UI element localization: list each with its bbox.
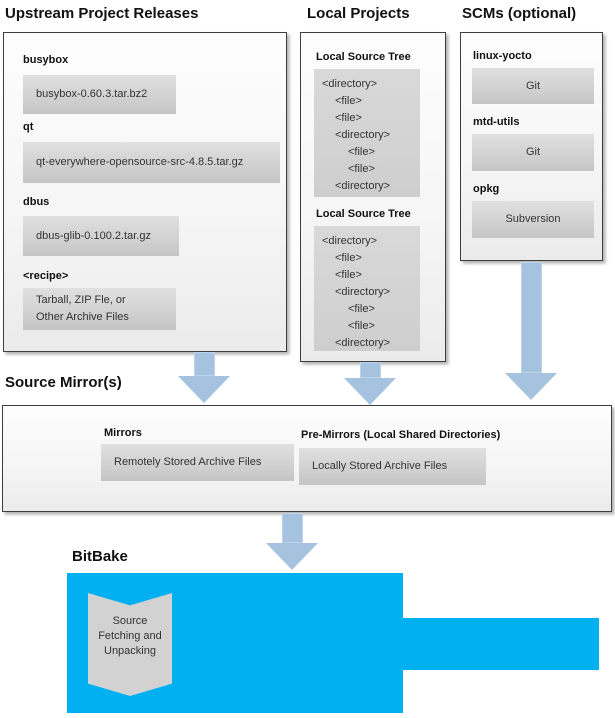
arrow-shaft (359, 362, 381, 378)
recipe-name-label: <recipe> (23, 270, 69, 282)
bitbake-output-bar (403, 618, 599, 670)
tarball-box: busybox-0.60.3.tar.bz2 (23, 75, 176, 114)
scm-project-label: opkg (473, 183, 500, 195)
scm-type-box: Git (472, 134, 594, 171)
recipe-name-label: busybox (23, 54, 69, 66)
tarball-box: dbus-glib-0.100.2.tar.gz (23, 216, 179, 256)
local-projects-title: Local Projects (307, 5, 410, 22)
tarball-box: qt-everywhere-opensource-src-4.8.5.tar.g… (23, 142, 280, 183)
tree-node: <file> (348, 146, 375, 158)
local-projects-panel: Local Source Tree <directory> <file> <fi… (300, 32, 446, 362)
arrow-head (505, 373, 557, 400)
tarball-filename: dbus-glib-0.100.2.tar.gz (36, 229, 151, 242)
arrow-local-to-mirrors-icon (344, 362, 396, 405)
arrow-shaft (520, 262, 542, 373)
tarball-filename: busybox-0.60.3.tar.bz2 (36, 88, 148, 100)
scm-type: Git (525, 146, 541, 158)
scms-panel: linux-yocto Git mtd-utils Git opkg Subve… (460, 32, 603, 261)
tree-node: <file> (335, 95, 362, 107)
pre-mirrors-description: Locally Stored Archive Files (312, 460, 448, 472)
source-mirrors-panel: Mirrors Remotely Stored Archive Files Pr… (2, 405, 612, 512)
tree-node: <file> (348, 163, 375, 175)
tree-node: <directory> (335, 337, 391, 349)
tree-node: <file> (348, 320, 375, 332)
scm-type-box: Git (472, 68, 594, 104)
tree-node: <directory> (335, 180, 391, 192)
local-source-tree-label: Local Source Tree (316, 51, 411, 63)
tree-node: <directory> (335, 129, 391, 141)
tree-node: <directory> (335, 286, 391, 298)
local-source-tree-label: Local Source Tree (316, 208, 411, 220)
tree-node: <file> (348, 303, 375, 315)
archive-types-line: Other Archive Files (36, 311, 129, 323)
source-tree-box: <directory> <file> <file> <directory> <f… (314, 69, 420, 197)
arrow-upstream-to-mirrors-icon (178, 352, 230, 403)
pre-mirrors-box: Locally Stored Archive Files (299, 448, 486, 485)
source-fetching-step-shape: Source Fetching and Unpacking (88, 593, 172, 696)
scms-title: SCMs (optional) (462, 5, 577, 22)
arrow-shaft (281, 513, 303, 543)
scm-type: Subversion (505, 213, 561, 225)
upstream-releases-title: Upstream Project Releases (5, 5, 199, 22)
tarball-filename: qt-everywhere-opensource-src-4.8.5.tar.g… (36, 156, 244, 168)
arrow-head (344, 378, 396, 405)
arrow-shaft (193, 352, 215, 376)
scm-project-label: linux-yocto (473, 50, 532, 62)
tree-node: <file> (335, 112, 362, 124)
arrow-head (266, 543, 318, 570)
arrow-mirrors-to-bitbake-icon (266, 513, 318, 570)
tree-node: <file> (335, 269, 362, 281)
arrow-scms-to-mirrors-icon (505, 262, 557, 400)
recipe-name-label: qt (23, 121, 34, 133)
process-step-line: Source (112, 615, 148, 627)
scm-project-label: mtd-utils (473, 116, 520, 128)
tree-node: <directory> (322, 78, 378, 90)
source-mirrors-title: Source Mirror(s) (5, 374, 122, 391)
process-step-line: Fetching and (98, 630, 162, 642)
process-step-line: Unpacking (104, 645, 156, 657)
source-tree-box: <directory> <file> <file> <directory> <f… (314, 226, 420, 351)
archive-types-box: Tarball, ZIP Fle, or Other Archive Files (23, 288, 176, 330)
mirrors-description: Remotely Stored Archive Files (114, 456, 262, 468)
tree-node: <file> (335, 252, 362, 264)
mirrors-label: Mirrors (104, 427, 142, 439)
pre-mirrors-label: Pre-Mirrors (Local Shared Directories) (301, 429, 501, 441)
arrow-head (178, 376, 230, 403)
scm-type-box: Subversion (472, 201, 594, 238)
bitbake-title: BitBake (72, 548, 128, 565)
archive-types-line: Tarball, ZIP Fle, or (36, 294, 126, 306)
scm-type: Git (525, 79, 541, 92)
recipe-name-label: dbus (23, 196, 50, 208)
mirrors-box: Remotely Stored Archive Files (101, 444, 294, 481)
tree-node: <directory> (322, 235, 378, 247)
upstream-releases-panel: busybox busybox-0.60.3.tar.bz2 qt qt-eve… (3, 32, 287, 352)
